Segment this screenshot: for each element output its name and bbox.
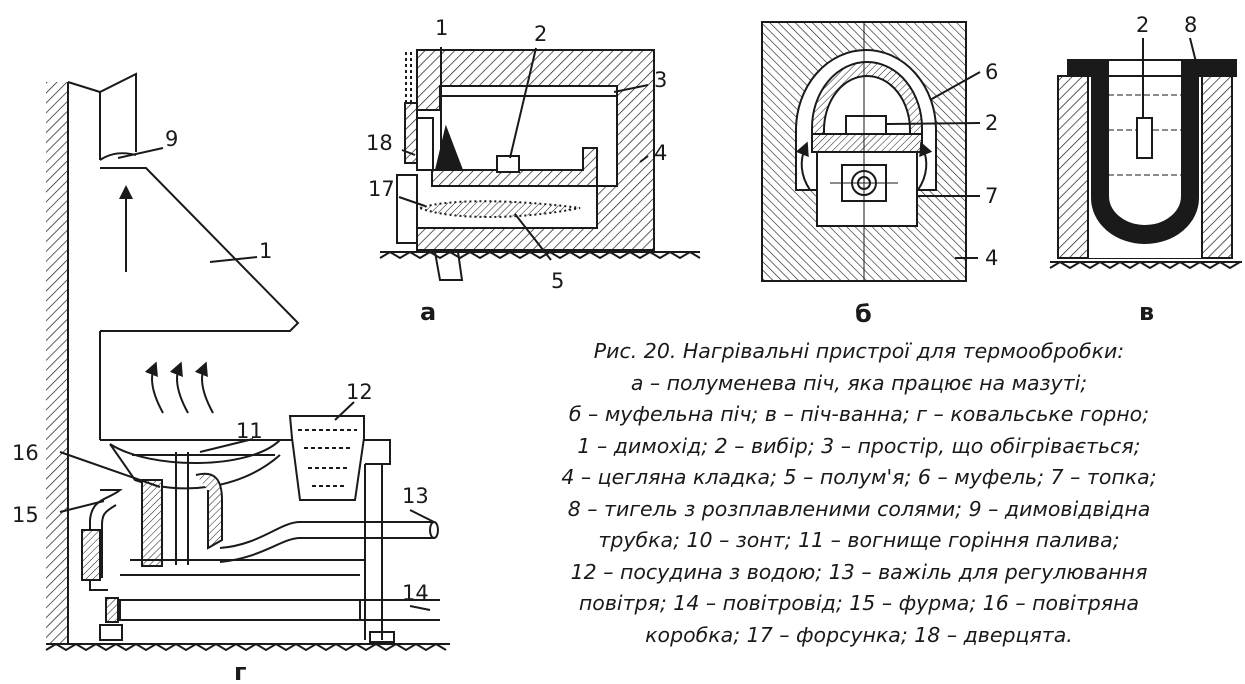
label-g-16: 16: [12, 441, 39, 465]
caption-line: коробка; 17 – форсунка; 18 – дверцята.: [645, 622, 1073, 647]
label-b-7: 7: [985, 184, 998, 208]
label-a-3: 3: [654, 68, 667, 92]
panel-label-v: в: [1139, 298, 1154, 326]
diagram-g-forge: [45, 72, 450, 652]
label-g-15: 15: [12, 503, 39, 527]
label-v-8: 8: [1184, 13, 1197, 37]
label-b-2: 2: [985, 111, 998, 135]
caption-line: 1 – димохід; 2 – вибір; 3 – простір, що …: [577, 433, 1141, 458]
caption-line: Рис. 20. Нагрівальні пристрої для термоо…: [593, 339, 1125, 363]
label-g-12: 12: [346, 380, 373, 404]
panel-label-a: а: [420, 298, 436, 326]
label-v-2: 2: [1136, 13, 1149, 37]
label-a-2: 2: [534, 22, 547, 46]
diagram-a-flame-furnace: [379, 47, 701, 281]
label-b-6: 6: [985, 60, 998, 84]
caption-line: 8 – тигель з розплавленими солями; 9 – д…: [567, 496, 1151, 521]
label-g-14: 14: [402, 581, 429, 605]
label-a-4: 4: [654, 141, 667, 165]
caption-line: 12 – посудина з водою; 13 – важіль для р…: [570, 559, 1148, 584]
label-g-11: 11: [236, 419, 263, 443]
panel-label-g: г: [234, 658, 247, 684]
label-g-13: 13: [402, 484, 429, 508]
label-a-17: 17: [368, 177, 395, 201]
caption-line: трубка; 10 – зонт; 11 – вогнище горіння …: [598, 528, 1120, 552]
caption-line: повітря; 14 – повітровід; 15 – фурма; 16…: [578, 591, 1140, 615]
diagram-c-bath-furnace: [1049, 37, 1242, 270]
label-g-1: 1: [259, 239, 272, 263]
figure-caption: Рис. 20. Нагрівальні пристрої для термоо…: [488, 336, 1230, 651]
label-b-4: 4: [985, 246, 998, 270]
label-a-1: 1: [435, 16, 448, 40]
caption-line: а – полуменева піч, яка працює на мазуті…: [630, 370, 1088, 395]
label-g-9: 9: [165, 127, 178, 151]
label-a-5: 5: [551, 269, 564, 293]
diagram-b-muffle-furnace: [761, 21, 981, 282]
caption-line: б – муфельна піч; в – піч-ванна; г – ков…: [568, 402, 1150, 426]
panel-label-b: б: [855, 300, 872, 328]
caption-line: 4 – цегляна кладка; 5 – полум'я; 6 – муф…: [561, 465, 1157, 489]
label-a-18: 18: [366, 131, 393, 155]
